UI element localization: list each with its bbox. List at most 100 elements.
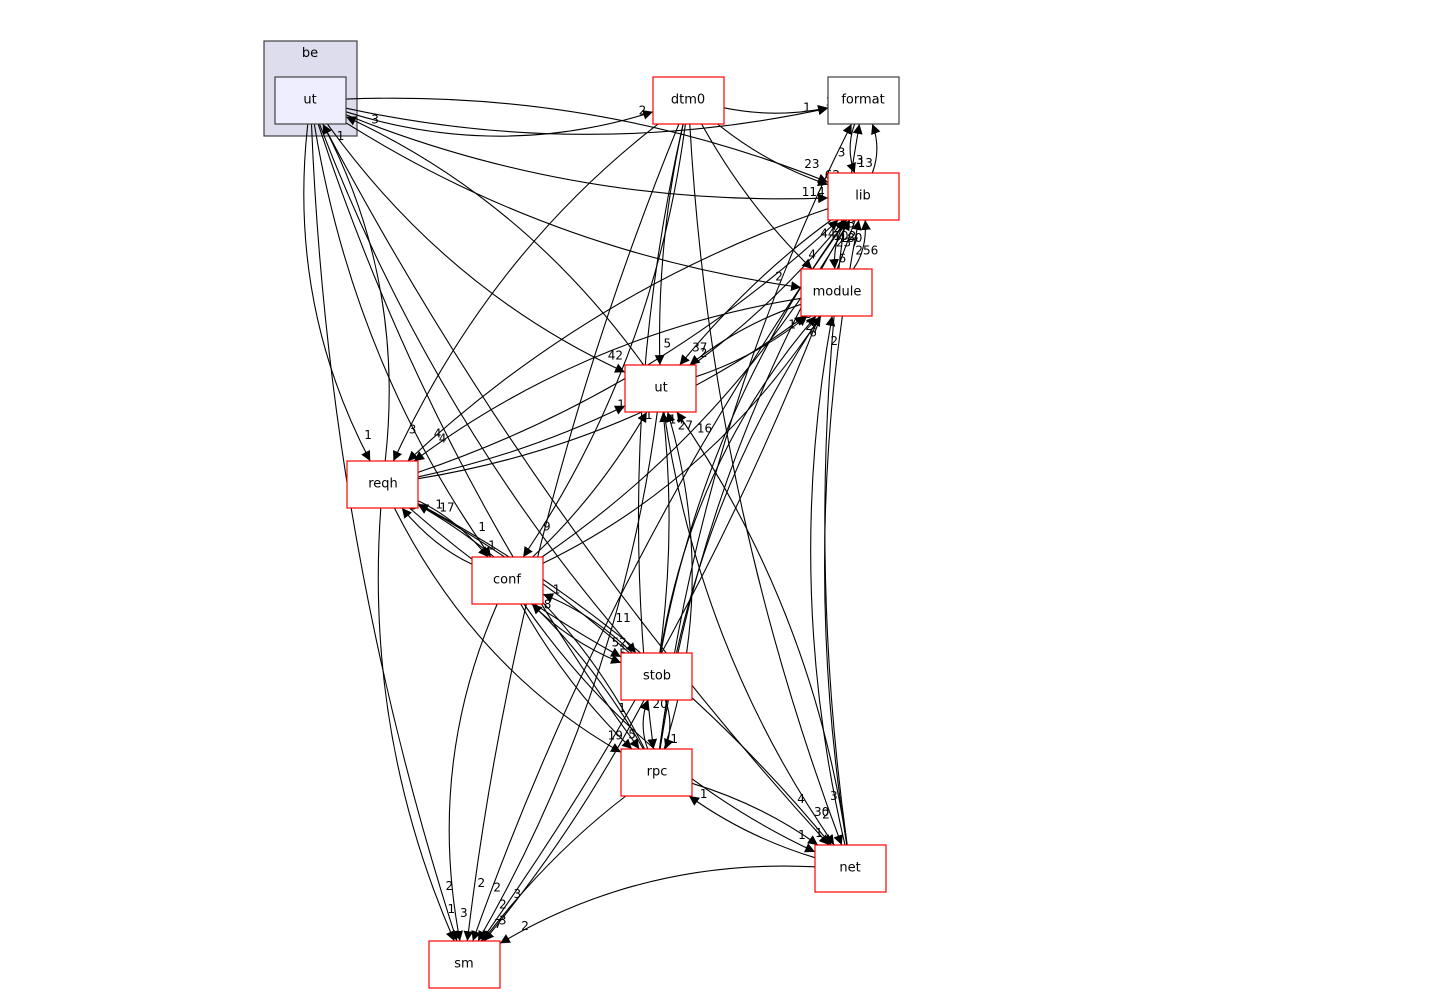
edge-label[interactable]: 1 (618, 701, 626, 715)
edge-label[interactable]: 1 (448, 902, 456, 916)
edge-label[interactable]: 1 (700, 787, 708, 801)
edge-reqh-to-net[interactable] (417, 503, 832, 846)
edge-ut-to-net[interactable] (663, 411, 835, 846)
edge-dtm0-to-module[interactable] (701, 123, 813, 270)
edge-conf-to-module[interactable] (542, 315, 822, 564)
edge-be_ut-to-dtm0[interactable] (345, 110, 654, 137)
edge-label[interactable]: 1 (553, 583, 561, 597)
node-module[interactable]: module (800, 268, 873, 317)
edge-label[interactable]: 4 (797, 792, 805, 806)
edge-stob-to-conf[interactable] (542, 593, 633, 654)
edge-label[interactable]: 27 (678, 418, 693, 432)
edge-label[interactable]: 4 (808, 248, 816, 262)
edge-label[interactable]: 3 (830, 789, 838, 803)
edge-label[interactable]: 237 (836, 235, 859, 249)
edge-conf-to-sm[interactable] (448, 603, 498, 942)
edge-label[interactable]: 2 (493, 880, 501, 894)
edge-label[interactable]: 30 (814, 805, 829, 819)
edge-label[interactable]: 44 (820, 227, 835, 241)
edge-lib-to-reqh[interactable] (407, 208, 829, 462)
edge-label[interactable]: 7 (494, 917, 502, 931)
edge-label[interactable]: 1 (798, 828, 806, 842)
edge-dtm0-to-sm[interactable] (463, 123, 680, 942)
edge-reqh-to-be_ut[interactable] (322, 123, 390, 462)
edge-reqh-to-module[interactable] (417, 315, 806, 480)
edge-label[interactable]: 180 (840, 231, 863, 245)
edge-label[interactable]: 19 (608, 728, 623, 742)
edge-label[interactable]: 5 (628, 728, 636, 742)
edge-label[interactable]: 4 (439, 432, 447, 446)
edge-label[interactable]: 3 (409, 422, 417, 436)
edge-label[interactable]: 256 (855, 243, 878, 257)
edge-label[interactable]: 2 (822, 808, 830, 822)
edge-label[interactable]: 3 (499, 914, 507, 928)
edge-label[interactable]: 1 (788, 317, 796, 331)
edge-label[interactable]: 114 (802, 185, 825, 199)
edge-label[interactable]: 1 (670, 732, 678, 746)
edge-label[interactable]: 2 (805, 319, 813, 333)
edge-be_ut-to-stob[interactable] (318, 123, 637, 654)
edge-label[interactable]: 1 (435, 498, 443, 512)
edge-label[interactable]: 7 (812, 322, 820, 336)
edge-label[interactable]: 1 (815, 826, 823, 840)
edge-label[interactable]: 3 (838, 145, 846, 159)
edge-be_ut-to-sm[interactable] (310, 123, 459, 942)
edge-label[interactable]: 2 (521, 919, 529, 933)
edge-module-to-lib[interactable] (852, 219, 871, 270)
edge-label[interactable]: 1 (803, 101, 811, 115)
edge-label[interactable]: 37 (692, 341, 707, 355)
node-net[interactable]: net (814, 844, 887, 893)
edge-label[interactable]: 1 (364, 428, 372, 442)
node-stob[interactable]: stob (620, 652, 693, 701)
edge-label[interactable]: 8 (544, 597, 552, 611)
node-reqh[interactable]: reqh (346, 460, 419, 509)
edge-label[interactable]: 2 (478, 876, 486, 890)
edge-label[interactable]: 2 (499, 898, 507, 912)
edge-label[interactable]: 13 (858, 156, 873, 170)
edge-label[interactable]: 1 (488, 538, 496, 552)
edge-label[interactable]: 3 (460, 906, 468, 920)
edge-label[interactable]: 9 (543, 520, 551, 534)
edge-lib-to-format[interactable] (871, 123, 881, 174)
edge-net-to-ut[interactable] (676, 411, 848, 846)
edge-conf-to-reqh[interactable] (401, 507, 473, 565)
node-rpc[interactable]: rpc (620, 748, 693, 797)
edge-label[interactable]: 2 (775, 269, 783, 283)
edge-lib-to-ut[interactable] (679, 219, 832, 366)
edge-rpc-to-net[interactable] (691, 782, 819, 846)
edge-net-to-rpc[interactable] (688, 795, 816, 859)
edge-be_ut-to-reqh[interactable] (303, 123, 371, 462)
edge-rpc-to-ut[interactable] (663, 411, 693, 750)
edge-rpc-to-stob[interactable] (639, 699, 649, 750)
edge-be_ut-to-conf[interactable] (313, 123, 492, 558)
edge-dtm0-to-reqh[interactable] (392, 123, 659, 462)
edge-conf-to-ut[interactable] (532, 411, 648, 558)
edge-net-to-sm[interactable] (499, 865, 816, 944)
edge-label[interactable]: 1 (645, 408, 653, 422)
edge-label[interactable]: 6 (839, 252, 847, 266)
node-dtm0[interactable]: dtm0 (652, 76, 725, 125)
edge-label[interactable]: 2 (830, 334, 838, 348)
edge-module-to-reqh[interactable] (413, 297, 802, 462)
node-be-ut[interactable]: ut (274, 76, 347, 125)
edge-label[interactable]: 23 (804, 157, 819, 171)
edge-label[interactable]: 42 (608, 349, 623, 363)
node-lib[interactable]: lib (827, 172, 900, 221)
edge-label[interactable]: 3 (856, 153, 864, 167)
edge-label[interactable]: 20 (653, 697, 668, 711)
edge-label[interactable]: 5 (664, 336, 672, 350)
edge-label[interactable]: 1 (478, 520, 486, 534)
edge-label[interactable]: 102 (833, 229, 856, 243)
edge-net-to-module[interactable] (810, 315, 846, 846)
edge-be_ut-to-lib[interactable] (345, 114, 829, 204)
edge-label[interactable]: 2 (446, 879, 454, 893)
edge-reqh-to-sm[interactable] (377, 507, 455, 942)
edge-label[interactable]: 3 (514, 887, 522, 901)
edge-label[interactable]: 3 (371, 113, 379, 127)
edge-label[interactable]: 16 (697, 421, 712, 435)
edge-label[interactable]: 14 (669, 413, 684, 427)
edge-label[interactable]: 1 (337, 129, 345, 143)
node-conf[interactable]: conf (471, 556, 544, 605)
edge-label[interactable]: 4 (434, 426, 442, 440)
edge-ut-to-sm[interactable] (477, 411, 658, 942)
